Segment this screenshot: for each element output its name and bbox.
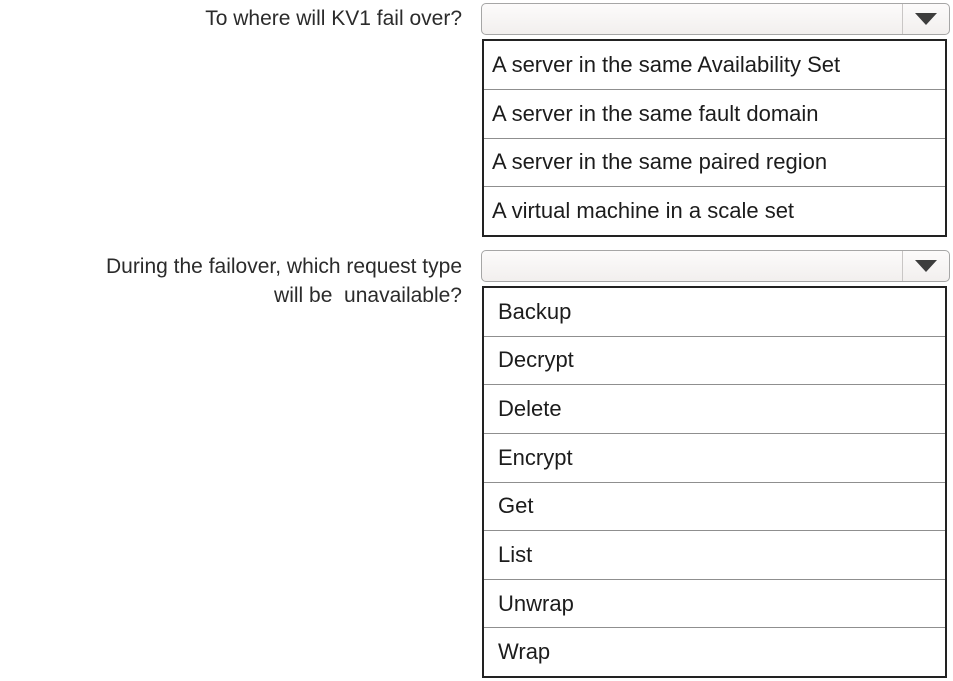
question-1-dropdown[interactable] [481, 3, 950, 35]
option-item[interactable]: A server in the same fault domain [484, 88, 945, 138]
question-1-dropdown-arrow-button[interactable] [902, 4, 949, 34]
question-1-label: To where will KV1 fail over? [0, 4, 462, 33]
question-1-label-line: To where will KV1 fail over? [205, 7, 462, 30]
dropdown-arrow-icon [915, 260, 937, 272]
question-2-label-line-1: During the failover, which request type [105, 255, 462, 278]
option-item[interactable]: A virtual machine in a scale set [484, 186, 945, 235]
option-item[interactable]: Decrypt [484, 335, 945, 385]
option-item[interactable]: Get [484, 481, 945, 531]
question-1-options-list: A server in the same Availability Set A … [482, 39, 947, 237]
option-item[interactable]: Delete [484, 384, 945, 433]
option-item[interactable]: List [484, 530, 945, 579]
dropdown-arrow-icon [915, 13, 937, 25]
question-2-dropdown-value [492, 251, 897, 281]
question-2-label: During the failover, which request type … [0, 252, 462, 310]
question-2-options-list: Backup Decrypt Delete Encrypt Get List U… [482, 286, 947, 678]
question-2-dropdown[interactable] [481, 250, 950, 282]
option-item[interactable]: Backup [484, 288, 945, 336]
option-item[interactable]: A server in the same paired region [484, 137, 945, 187]
option-item[interactable]: A server in the same Availability Set [484, 41, 945, 89]
question-2-label-line-2: will be unavailable? [274, 284, 462, 307]
option-item[interactable]: Unwrap [484, 578, 945, 628]
question-2-dropdown-arrow-button[interactable] [902, 251, 949, 281]
option-item[interactable]: Encrypt [484, 432, 945, 482]
question-1-dropdown-value [492, 4, 897, 34]
option-item[interactable]: Wrap [484, 627, 945, 676]
